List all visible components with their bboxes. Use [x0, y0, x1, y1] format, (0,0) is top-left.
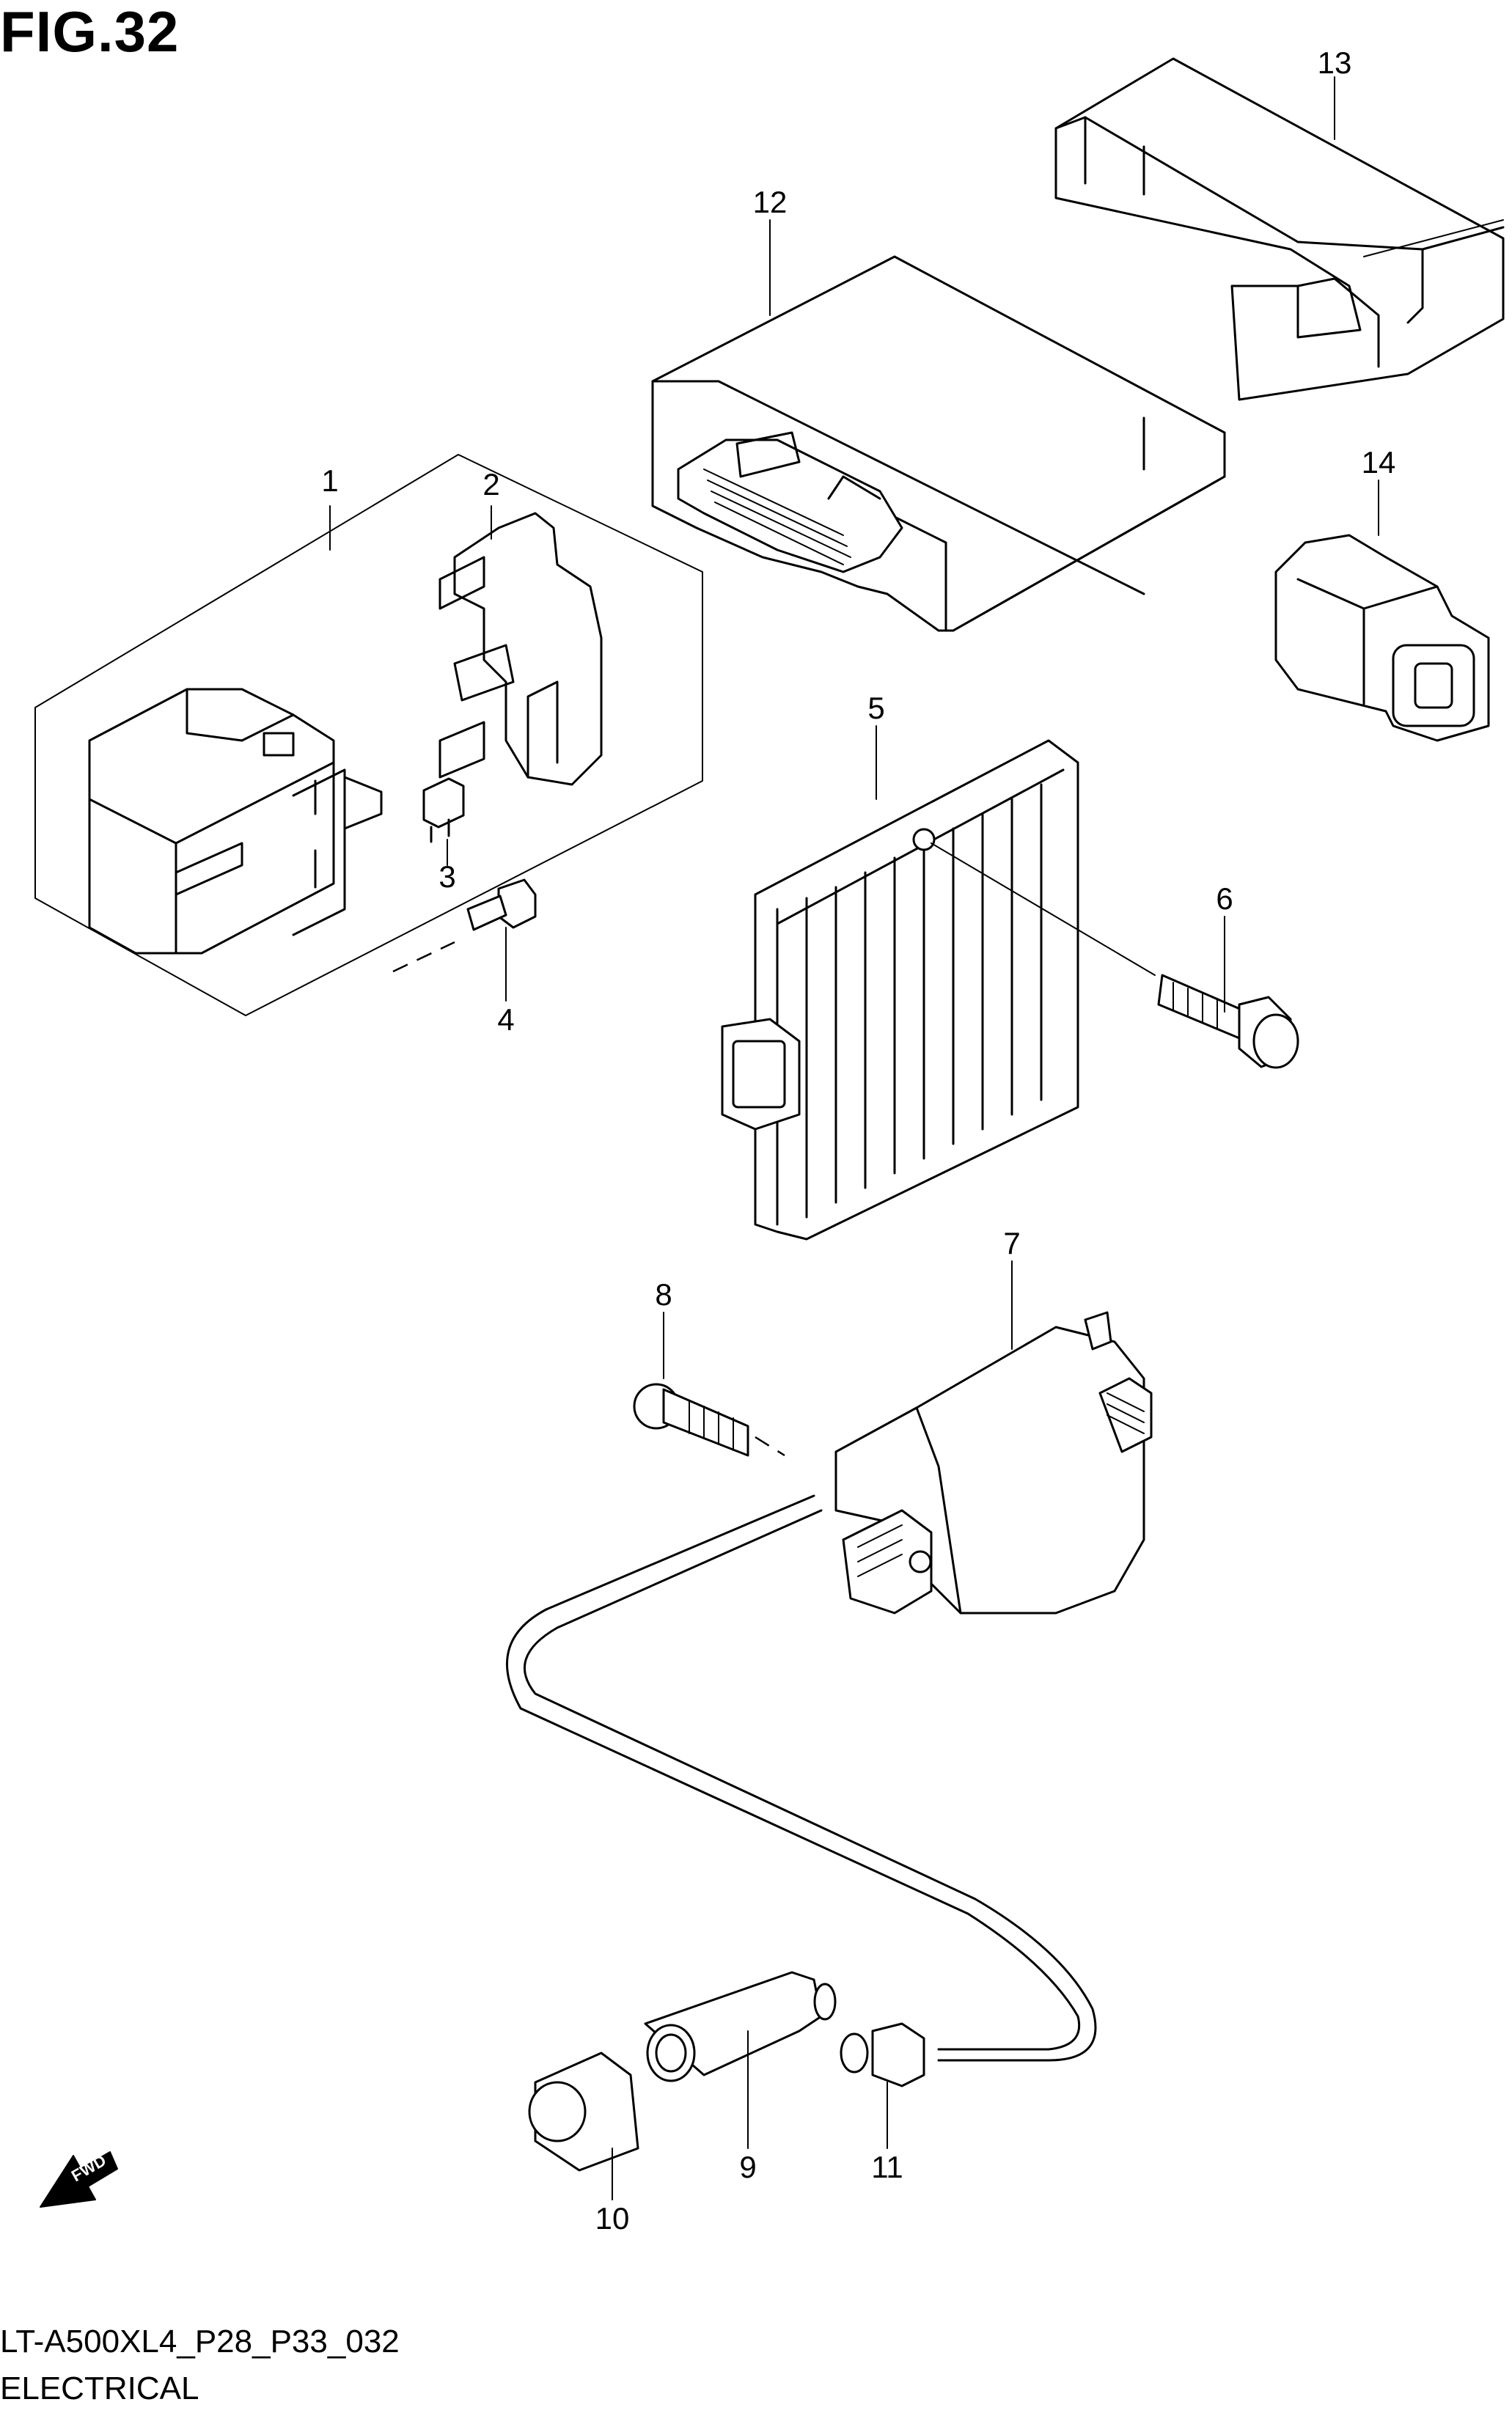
callout-3: 3 — [438, 859, 455, 894]
callout-12: 12 — [753, 185, 788, 219]
callout-1: 1 — [321, 463, 338, 498]
regulator-rectifier-part-5 — [721, 739, 1156, 1241]
callout-13: 13 — [1318, 45, 1352, 80]
callout-8: 8 — [655, 1277, 672, 1312]
callout-10: 10 — [595, 2201, 630, 2236]
ecu-cover-part-13 — [1054, 57, 1505, 401]
bolt-part-6 — [1157, 974, 1299, 1069]
section-title: ELECTRICAL — [0, 2370, 199, 2406]
figure-title: FIG.32 — [0, 0, 180, 64]
leader-lines — [329, 76, 1379, 2200]
figure-code: LT-A500XL4_P28_P33_032 — [0, 2324, 400, 2359]
callouts: 1 2 3 4 5 6 7 8 9 10 11 12 13 14 — [321, 45, 1395, 2236]
callout-14: 14 — [1362, 445, 1396, 480]
bolt-part-8 — [633, 1383, 749, 1457]
callout-6: 6 — [1216, 881, 1233, 916]
callout-5: 5 — [867, 691, 884, 725]
callout-9: 9 — [739, 2150, 756, 2184]
plug-cap-part-9 — [644, 1971, 837, 2082]
ecu-part-12 — [651, 255, 1226, 632]
high-tension-lead — [506, 1494, 1097, 2062]
relay-connector-part-14 — [1274, 534, 1490, 742]
ignition-coil-part-7 — [755, 1311, 1153, 1615]
forward-direction-arrow: FWD — [40, 2151, 118, 2208]
seal-part-11 — [840, 2022, 925, 2087]
relay-assembly-part-1 — [34, 454, 703, 1016]
callout-4: 4 — [497, 1002, 514, 1037]
callout-11: 11 — [871, 2150, 903, 2184]
callout-7: 7 — [1003, 1226, 1020, 1260]
cap-part-10 — [528, 2052, 639, 2172]
callout-2: 2 — [482, 467, 499, 502]
